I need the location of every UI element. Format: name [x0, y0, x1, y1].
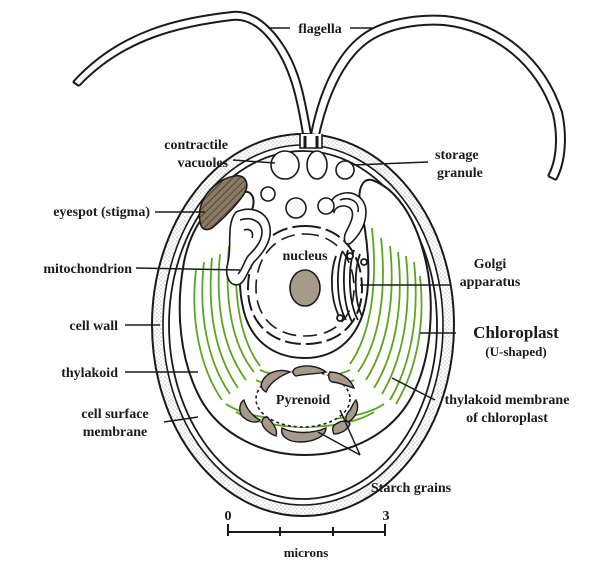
- flagellar-base: [299, 134, 323, 149]
- flagellum-tip-right: [547, 175, 557, 181]
- label-cell-surface-1: cell surface: [81, 407, 148, 422]
- scale-end-label: 3: [383, 509, 390, 524]
- label-thylakoid-membrane-2: of chloroplast: [466, 411, 548, 426]
- label-cell-wall: cell wall: [69, 319, 118, 334]
- mitochondria: [225, 192, 367, 286]
- left-flagellum: [72, 10, 313, 141]
- contractile-vacuole-left: [270, 150, 300, 180]
- label-starch-grains: Starch grains: [371, 481, 452, 496]
- label-storage-granule-2: granule: [437, 166, 483, 181]
- nucleolus: [289, 269, 321, 307]
- chloroplast-outline: [178, 178, 432, 457]
- label-thylakoid: thylakoid: [61, 366, 118, 381]
- pyrenoid: [255, 370, 351, 428]
- nuclear-envelope-inner: [255, 233, 355, 337]
- right-flagellum: [309, 14, 566, 181]
- label-pyrenoid: Pyrenoid: [276, 393, 330, 408]
- label-chloroplast: Chloroplast: [473, 323, 559, 342]
- left-flagellum-inner: [78, 18, 305, 141]
- right-flagellum-inner: [317, 23, 557, 177]
- label-thylakoid-membrane-1: thylakoid membrane: [445, 393, 570, 408]
- vacuoles: [260, 150, 355, 219]
- label-eyespot: eyespot (stigma): [53, 205, 150, 220]
- label-flagella: flagella: [298, 22, 342, 37]
- chloroplast: [178, 178, 432, 457]
- scale-unit-label: microns: [284, 545, 329, 560]
- label-contractile-vacuoles-2: vacuoles: [177, 156, 228, 171]
- starch-grains: [239, 365, 359, 443]
- contractile-vacuole-right: [306, 150, 328, 180]
- pyrenoid-region: [239, 365, 359, 443]
- storage-granule-1: [335, 160, 355, 180]
- scale-bar: [227, 524, 386, 536]
- label-chloroplast-shape: (U-shaped): [485, 344, 546, 359]
- label-nucleus: nucleus: [282, 249, 328, 264]
- small-vacuole-3: [317, 197, 335, 215]
- label-golgi-1: Golgi: [474, 257, 507, 272]
- mitochondrion-left: [225, 208, 272, 286]
- golgi-apparatus: [331, 249, 368, 323]
- label-mitochondrion: mitochondrion: [43, 262, 132, 277]
- label-cell-surface-2: membrane: [83, 425, 148, 440]
- leader-lines: [125, 27, 456, 456]
- flagellum-tip-left: [72, 81, 80, 87]
- label-golgi-2: apparatus: [460, 275, 521, 290]
- flagella: [72, 10, 566, 181]
- scale-start-label: 0: [225, 509, 232, 524]
- small-vacuole-2: [285, 197, 307, 219]
- label-storage-granule-1: storage: [435, 148, 479, 163]
- thylakoid-lamellae: [193, 227, 423, 428]
- label-contractile-vacuoles-1: contractile: [164, 138, 228, 153]
- eyespot: [198, 174, 248, 231]
- small-vacuole-1: [260, 186, 276, 202]
